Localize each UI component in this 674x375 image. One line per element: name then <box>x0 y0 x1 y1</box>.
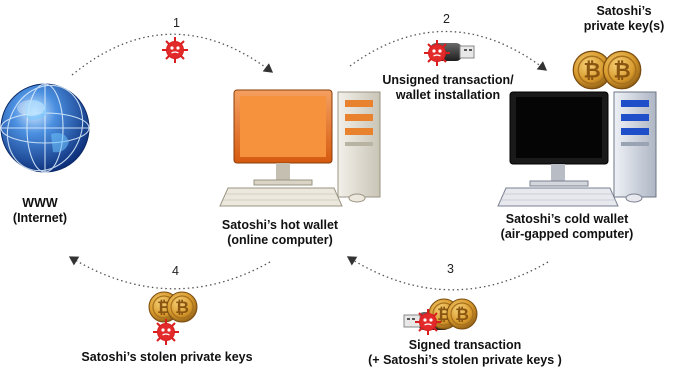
cold-wallet-label-line2: (air-gapped computer) <box>500 227 634 241</box>
arrow-step-4 <box>68 256 271 290</box>
cold-wallet-computer-icon <box>497 91 657 207</box>
hot-wallet-label-line2: (online computer) <box>227 233 333 247</box>
bitcoin-coin-icon-signed-2 <box>446 298 478 330</box>
unsigned-transaction-label: Unsigned transaction/ wallet installatio… <box>378 73 518 103</box>
step-number-2: 2 <box>443 12 450 26</box>
private-keys-label-line1: Satoshi’s <box>596 4 652 18</box>
malware-virus-icon-stolen <box>152 318 180 346</box>
step-number-1: 1 <box>173 16 180 30</box>
globe-icon <box>0 83 90 173</box>
step-number-4: 4 <box>172 264 179 278</box>
arrow-step-1 <box>71 33 274 76</box>
malware-virus-icon <box>161 36 189 64</box>
arrow-step-3 <box>346 256 549 291</box>
stolen-keys-label: Satoshi’s stolen private keys <box>81 350 253 364</box>
signed-transaction-label-line2: (+ Satoshi’s stolen private keys ) <box>368 353 562 367</box>
hot-wallet-label-line1: Satoshi’s hot wallet <box>221 218 339 232</box>
hot-wallet-computer-icon <box>219 89 381 207</box>
signed-transaction-label: Signed transaction (+ Satoshi’s stolen p… <box>352 338 578 368</box>
internet-label-line1: WWW <box>22 196 58 210</box>
bitcoin-coin-icon-cold-2 <box>602 50 642 90</box>
private-keys-label-line2: private key(s) <box>583 19 665 33</box>
signed-transaction-label-line1: Signed transaction <box>408 338 522 352</box>
internet-label: WWW (Internet) <box>10 196 70 226</box>
step-number-3: 3 <box>447 262 454 276</box>
unsigned-transaction-label-line1: Unsigned transaction/ <box>382 73 514 87</box>
private-keys-label: Satoshi’s private key(s) <box>580 4 668 34</box>
internet-label-line2: (Internet) <box>12 211 68 225</box>
cold-wallet-label: Satoshi’s cold wallet (air-gapped comput… <box>482 212 652 242</box>
hot-wallet-label: Satoshi’s hot wallet (online computer) <box>205 218 355 248</box>
cold-wallet-label-line1: Satoshi’s cold wallet <box>505 212 629 226</box>
bitcoin-coin-icon-stolen-2 <box>166 291 198 323</box>
unsigned-transaction-label-line2: wallet installation <box>395 88 501 102</box>
